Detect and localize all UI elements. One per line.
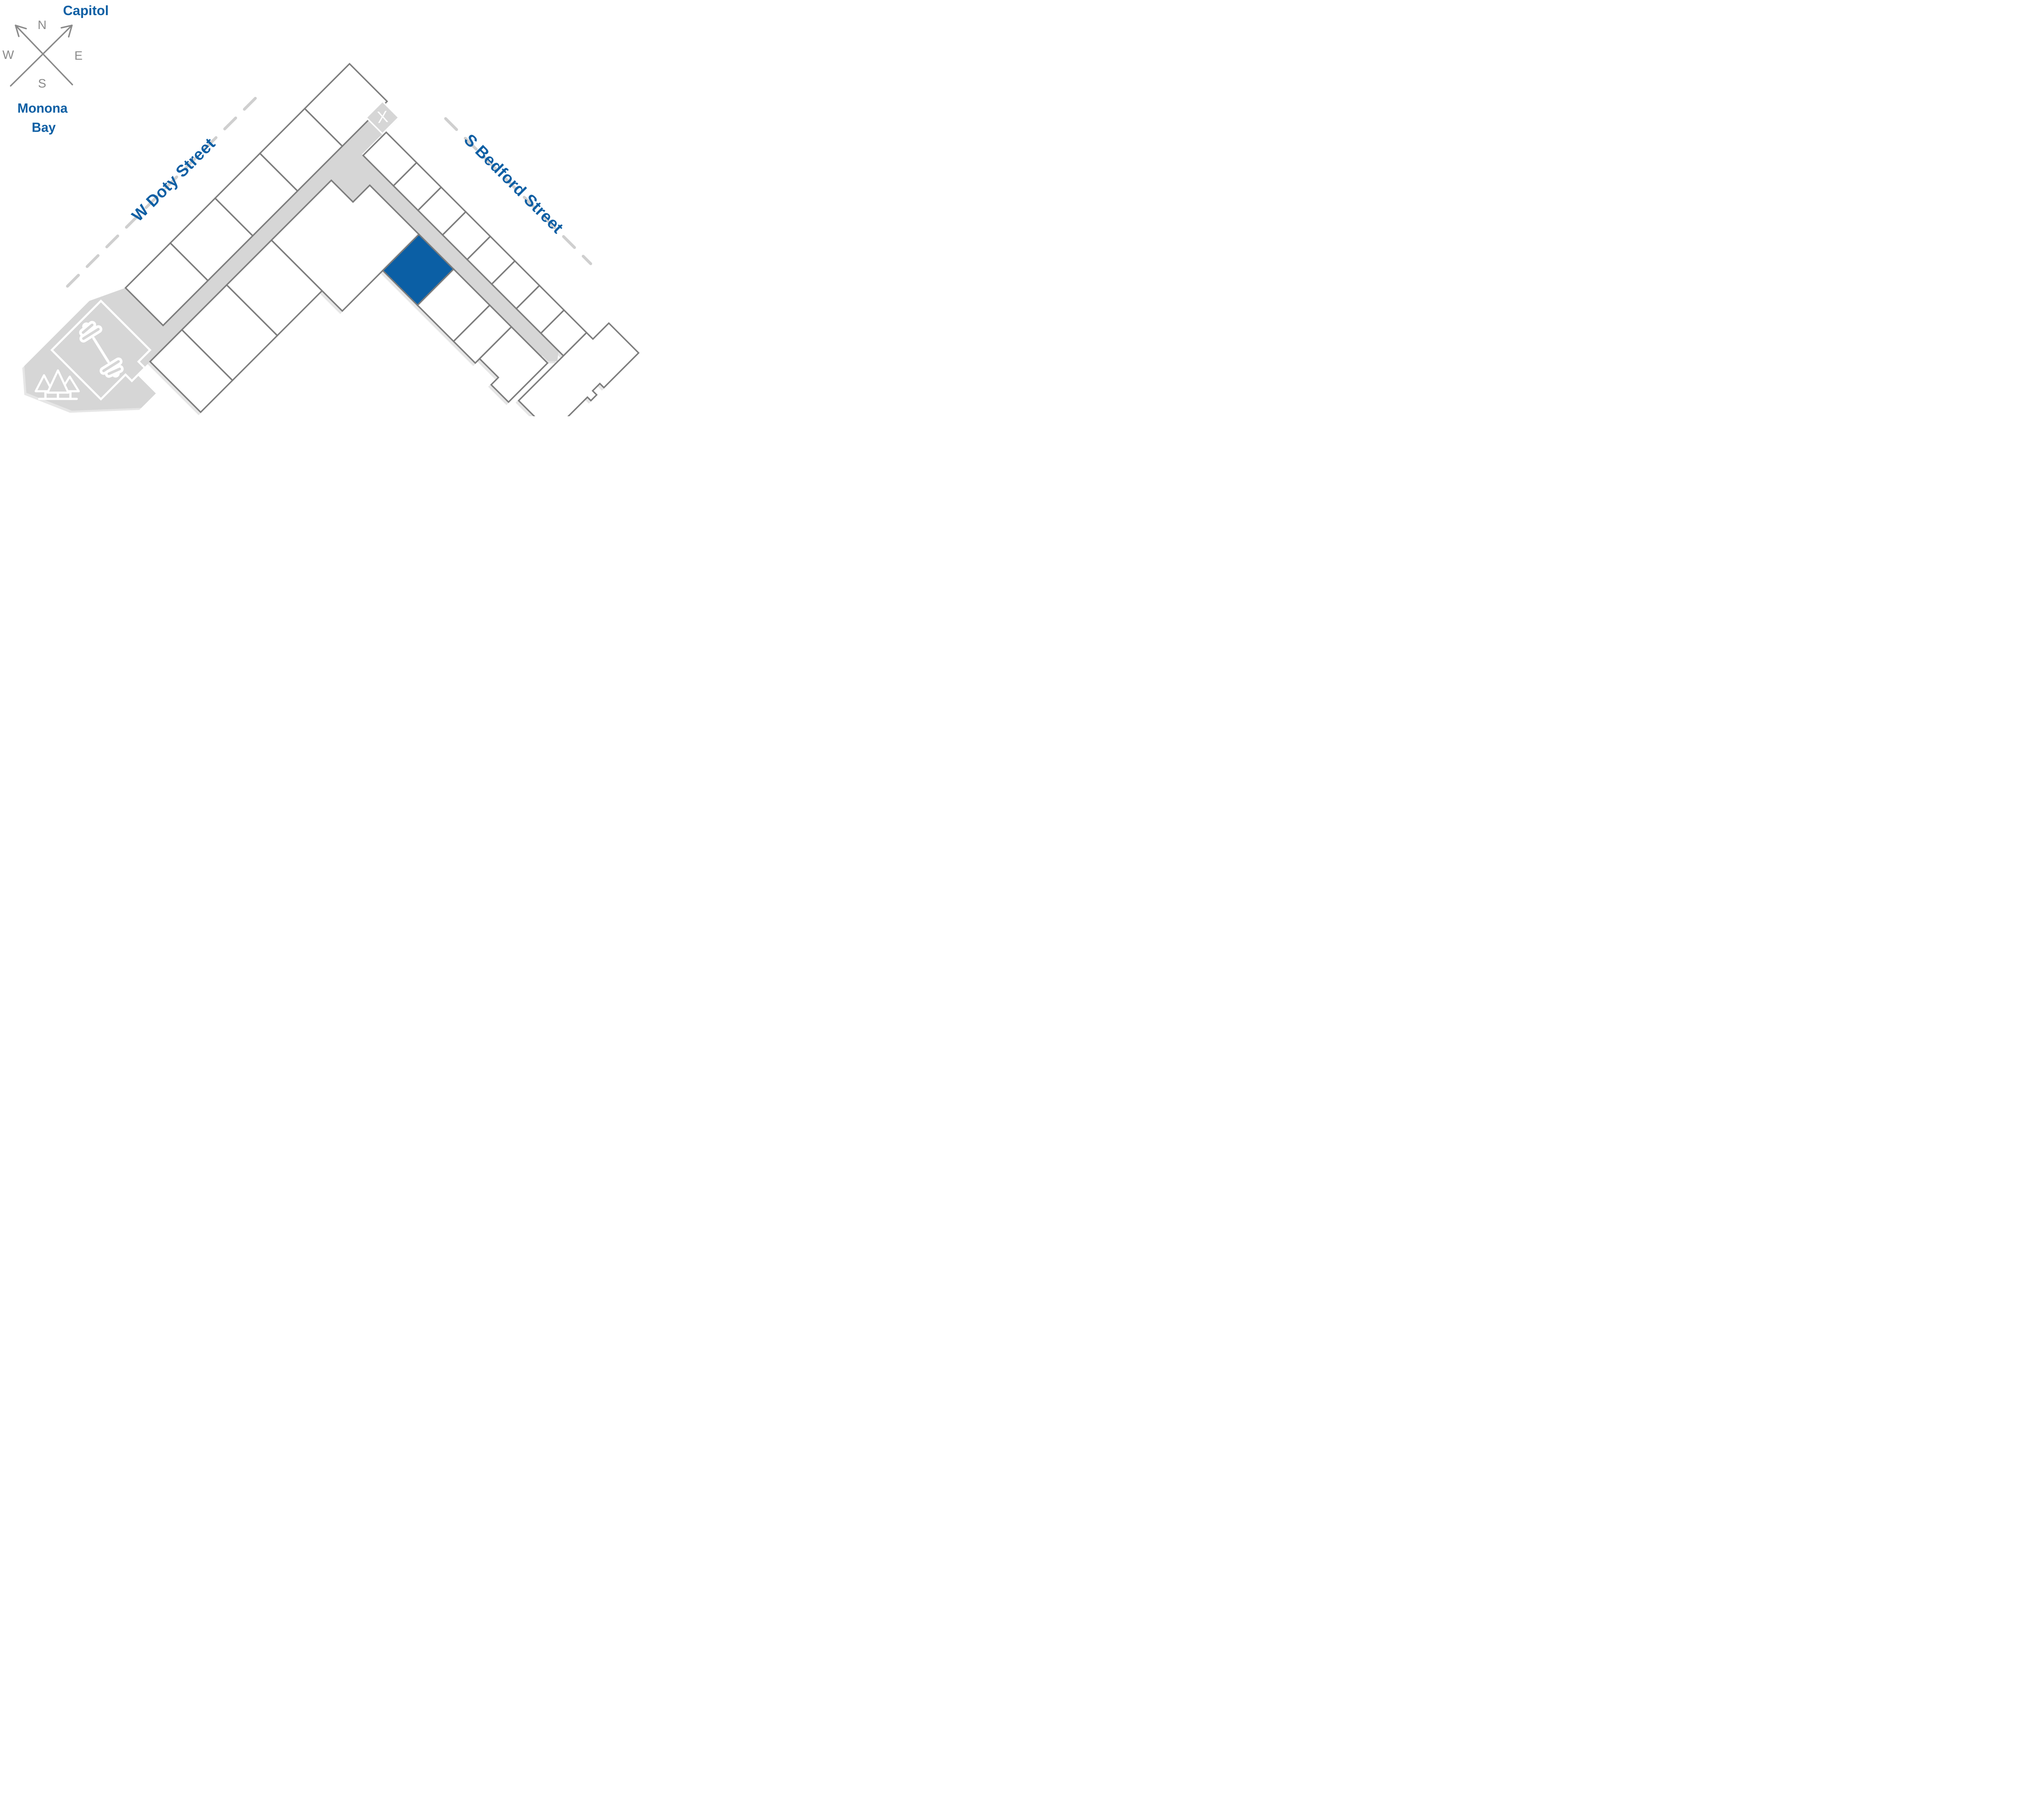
corridor-east-wing [345, 149, 553, 357]
fitness-room-outline [50, 299, 152, 401]
corridor-west-wing [125, 120, 380, 375]
compass-south-label: S [38, 77, 47, 90]
pine-trees-icon [34, 369, 80, 400]
monona-bay-label-line1: Monona [17, 101, 68, 116]
selected-unit[interactable] [381, 233, 455, 306]
end-unit-cell[interactable] [518, 317, 640, 416]
compass-west-label: W [2, 48, 14, 62]
w-doty-street-dashed-line [66, 94, 259, 288]
x-marker-cell [365, 100, 400, 135]
building-plan [24, 63, 640, 416]
unit-cell[interactable] [124, 242, 209, 327]
compass-ne-arrowhead [61, 25, 73, 38]
corridor-end-tip [542, 345, 559, 361]
capitol-label: Capitol [63, 3, 109, 18]
site-plan-canvas: Capitol N E S W Monona Bay W Doty Street… [0, 0, 641, 416]
compass-nw-line [15, 25, 73, 85]
site-plan-svg [10, 25, 640, 416]
monona-bay-label-line2: Bay [31, 120, 56, 135]
s-bedford-street-dashed-line [444, 117, 592, 265]
corridor-junction [331, 163, 370, 202]
compass-nw-arrowhead [15, 25, 27, 37]
unit-cell[interactable] [149, 329, 234, 413]
compass-east-label: E [74, 49, 83, 63]
dumbbell-icon [79, 321, 124, 378]
unit-cell[interactable] [473, 325, 549, 403]
x-marker-glyph: X [376, 108, 389, 127]
compass-icon [10, 25, 73, 87]
compass-ne-line [10, 25, 73, 87]
compass-north-label: N [38, 18, 47, 32]
